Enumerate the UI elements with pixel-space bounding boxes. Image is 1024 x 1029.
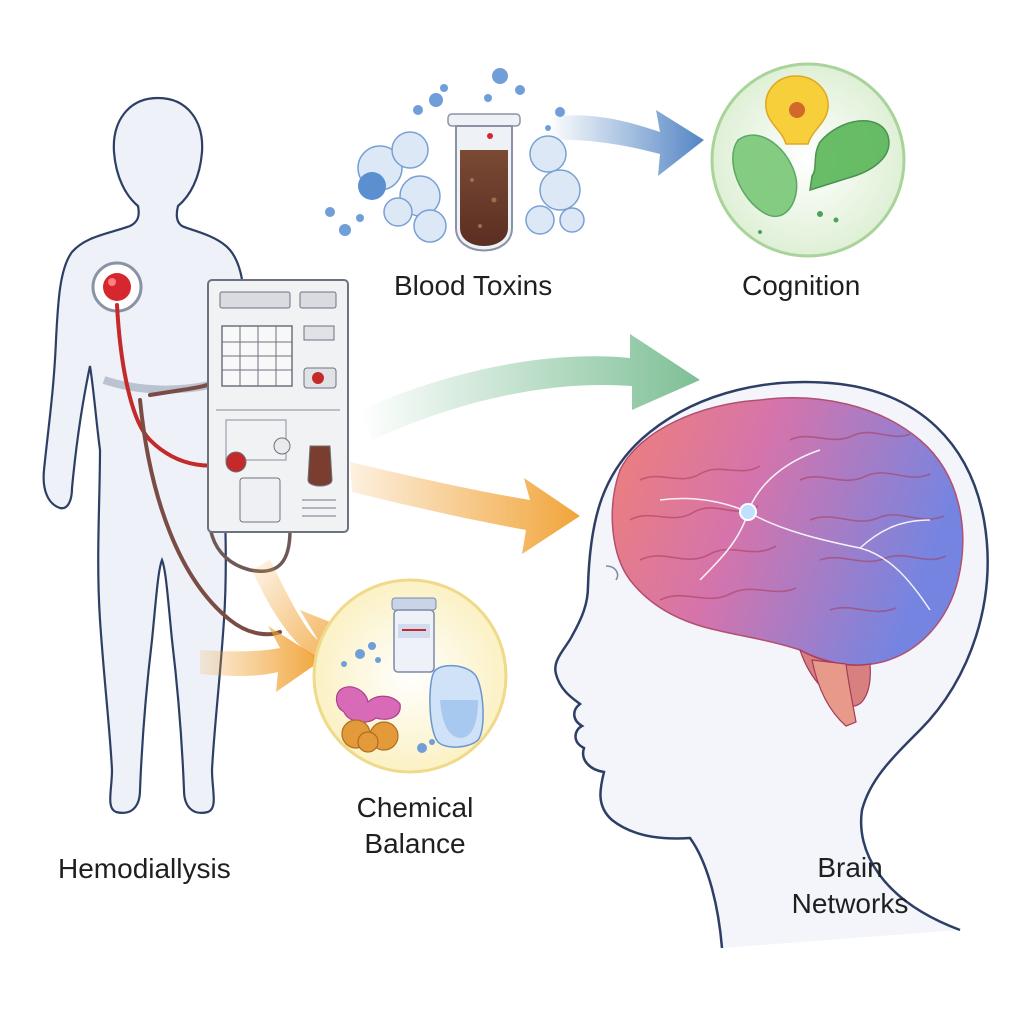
brain-network-node [739, 503, 757, 521]
label-cognition: Cognition [742, 270, 861, 301]
arrow-machine-to-brain-orange [350, 462, 580, 554]
machine-valve [273, 437, 291, 455]
chemical-balance-illustration [312, 578, 508, 774]
label-chemical-balance-line2: Balance [364, 828, 466, 859]
arrow-machine-to-brain-green [360, 334, 700, 440]
machine-indicator [303, 325, 335, 341]
brain-stem [811, 659, 857, 727]
molecule-sphere [358, 172, 386, 200]
blood-toxins-illustration [325, 68, 585, 252]
label-brain-networks: Brain Networks [760, 850, 940, 922]
machine-connector [225, 451, 247, 473]
label-chemical-balance-line1: Chemical [356, 792, 474, 823]
chemical-dots [341, 642, 435, 753]
molecule-dots-right [545, 107, 565, 131]
tube-dark-leg [138, 398, 282, 637]
ear-line [605, 565, 619, 581]
machine-top-button [299, 291, 337, 309]
machine-vent [302, 499, 336, 517]
molecule-pink [335, 686, 401, 723]
label-blood-toxins: Blood Toxins [394, 270, 553, 301]
test-tube [447, 113, 521, 252]
molecule-dots-left [325, 68, 525, 236]
molecule-orange [341, 719, 399, 753]
machine-filter [239, 477, 281, 523]
lightbulb-filament [789, 102, 805, 118]
dialysis-machine [207, 279, 349, 533]
access-port [103, 273, 131, 301]
cognition-dots [758, 211, 839, 234]
label-brain-networks-line2: Networks [791, 888, 909, 919]
access-port-highlight [108, 278, 116, 286]
brain [611, 397, 964, 727]
arrow-toxins-to-cognition [548, 110, 704, 176]
iv-bag [429, 664, 484, 748]
label-hemodialysis: Hemodiallysis [58, 853, 231, 884]
machine-screen-grid [222, 326, 292, 386]
machine-pump-rotor [312, 372, 324, 384]
machine-top-slot [219, 291, 291, 309]
machine-reservoir [307, 445, 333, 487]
brain-folds [629, 431, 947, 613]
green-shape-left [732, 134, 798, 217]
label-brain-networks-line1: Brain [817, 852, 883, 883]
label-chemical-balance: Chemical Balance [330, 790, 500, 862]
cognition-illustration [710, 62, 906, 258]
molecule-cluster-right [525, 135, 585, 235]
medicine-bottle [391, 597, 437, 673]
green-shape-right [809, 120, 890, 192]
